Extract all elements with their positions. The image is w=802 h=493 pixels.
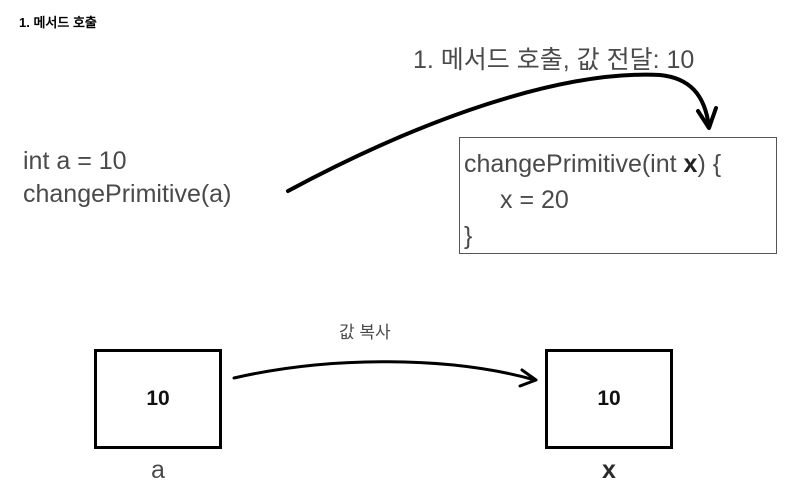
value-copy-arrow <box>232 360 537 382</box>
caller-code-line-declaration: int a = 10 <box>23 147 127 175</box>
method-call-arrowhead <box>696 106 718 130</box>
variable-a-label: a <box>151 456 165 484</box>
method-definition-box: changePrimitive(int x) { x = 20 } <box>459 137 777 254</box>
variable-a-value: 10 <box>146 387 170 410</box>
variable-x-box: 10 <box>545 349 673 449</box>
method-signature-prefix: changePrimitive(int <box>464 150 684 178</box>
variable-a-box: 10 <box>94 349 222 449</box>
method-body-line: x = 20 <box>500 186 569 214</box>
method-signature-suffix: ) { <box>697 150 722 178</box>
value-copy-arrowhead <box>518 368 538 388</box>
method-param-name: x <box>683 150 698 178</box>
variable-x-value: 10 <box>597 387 621 410</box>
call-step-label: 1. 메서드 호출, 값 전달: 10 <box>413 46 695 74</box>
method-signature: changePrimitive(int x) { <box>464 146 776 182</box>
caller-code-block: int a = 10 changePrimitive(a) <box>23 145 231 211</box>
caller-code-line-call: changePrimitive(a) <box>23 180 232 208</box>
method-closing-brace: } <box>464 222 473 250</box>
variable-x-label: x <box>602 456 616 484</box>
page-title: 1. 메서드 호출 <box>19 15 97 30</box>
value-copy-label: 값 복사 <box>339 323 391 342</box>
